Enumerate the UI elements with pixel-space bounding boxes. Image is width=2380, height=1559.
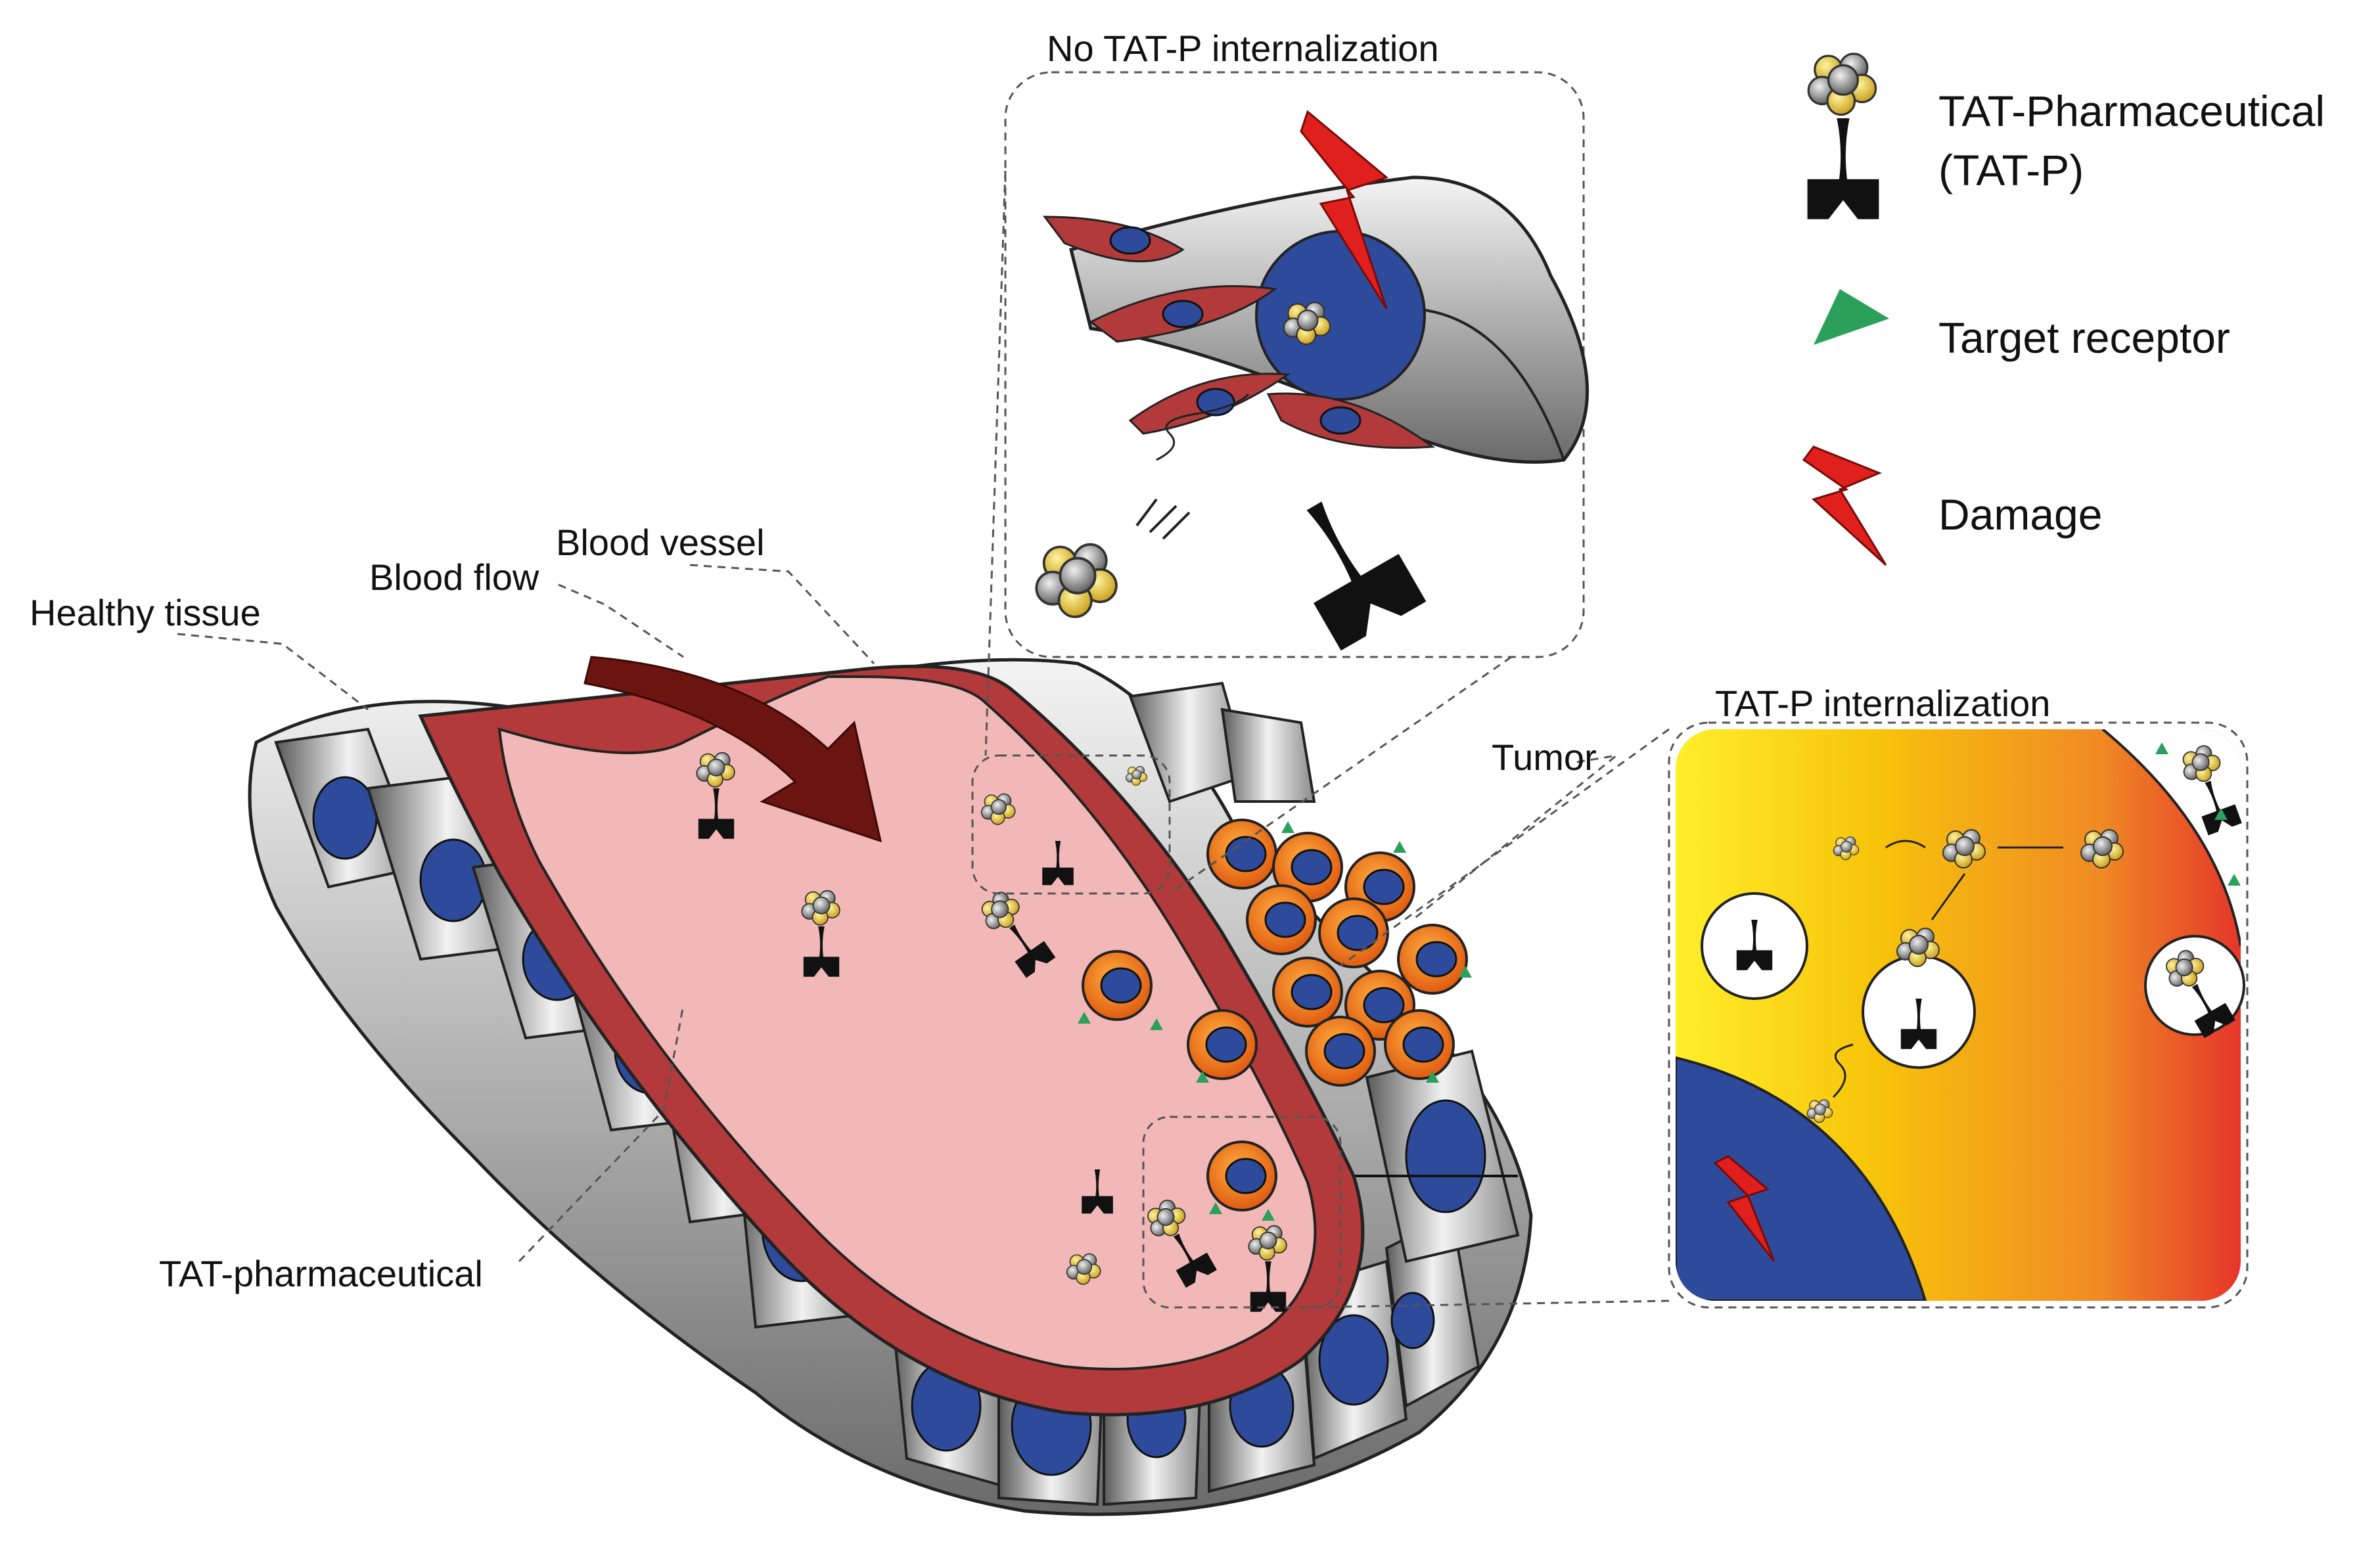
label-tat-pharmaceutical: TAT-pharmaceutical <box>159 1253 483 1294</box>
legend: TAT-Pharmaceutical (TAT-P) Target recept… <box>1802 53 2325 566</box>
zoom-box-no-internalization <box>971 754 1171 895</box>
legend-damage: Damage <box>1938 490 2102 539</box>
label-no-internalization: No TAT-P internalization <box>1047 28 1439 69</box>
legend-target-receptor: Target receptor <box>1938 313 2230 362</box>
label-tumor: Tumor <box>1492 736 1597 778</box>
nanoparticle-icon <box>1807 53 1877 116</box>
lightning-damage-icon <box>1802 445 1887 566</box>
label-healthy-tissue: Healthy tissue <box>30 592 261 633</box>
label-blood-vessel: Blood vessel <box>556 522 765 563</box>
blood-vessel <box>418 656 1365 1416</box>
receptor-triangle-icon <box>1814 289 1889 345</box>
flow-arrow-icon <box>584 656 882 843</box>
label-internalization: TAT-P internalization <box>1715 683 2050 724</box>
label-blood-flow: Blood flow <box>369 556 539 598</box>
zoom-box-internalization <box>1142 1116 1342 1309</box>
lightning-damage-icon <box>1300 110 1389 309</box>
peptide-carrier-icon <box>1807 118 1879 219</box>
legend-tat-p-line1: TAT-Pharmaceutical <box>1938 87 2325 135</box>
inset-no-internalization <box>984 71 1590 895</box>
vessel-lumen <box>497 675 1317 1370</box>
legend-tat-p-line2: (TAT-P) <box>1938 146 2084 194</box>
inset-internalization <box>1307 721 2249 1309</box>
